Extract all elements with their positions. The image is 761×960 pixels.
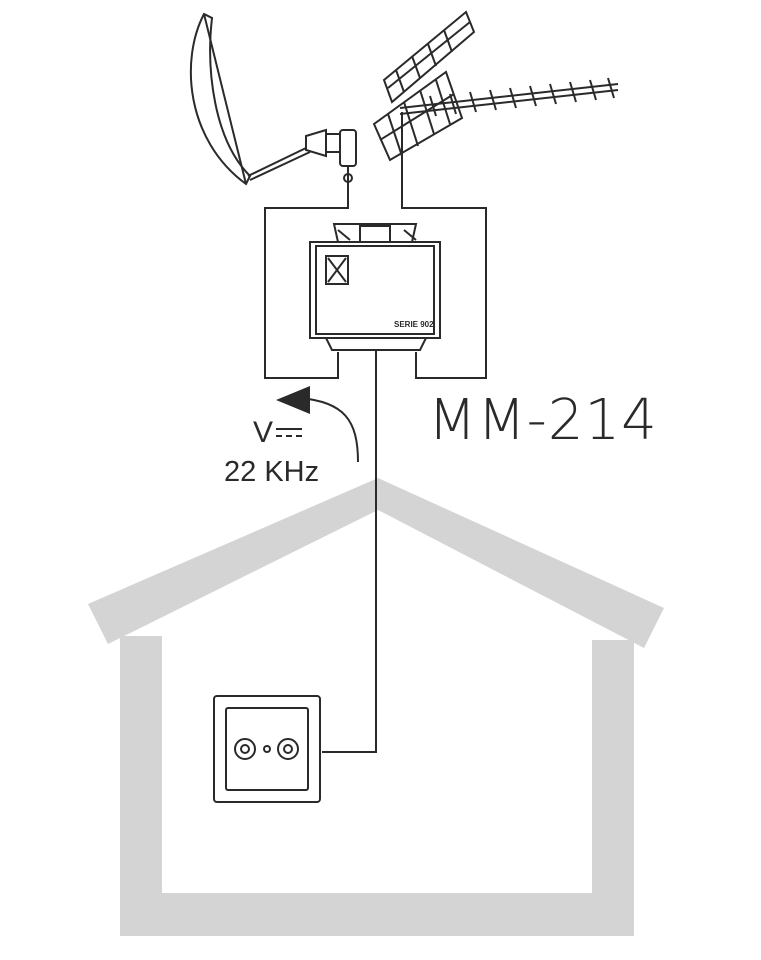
- satellite-dish-icon: [189, 12, 357, 186]
- amplifier-series-label: SERIE 902: [394, 320, 434, 329]
- frequency-label: 22 KHz: [224, 456, 320, 488]
- yagi-antenna-icon: [372, 10, 619, 162]
- house-outline-icon: [88, 478, 664, 936]
- model-title: MM-214: [428, 388, 658, 453]
- mast-enclosure: [264, 160, 487, 379]
- coax-cable: [322, 350, 377, 753]
- dc-symbol-icon: [276, 428, 302, 440]
- amplifier-icon: [309, 223, 441, 351]
- wall-outlet-icon: [213, 695, 321, 803]
- voltage-label: V: [253, 416, 274, 449]
- arrow-icon: [276, 386, 359, 463]
